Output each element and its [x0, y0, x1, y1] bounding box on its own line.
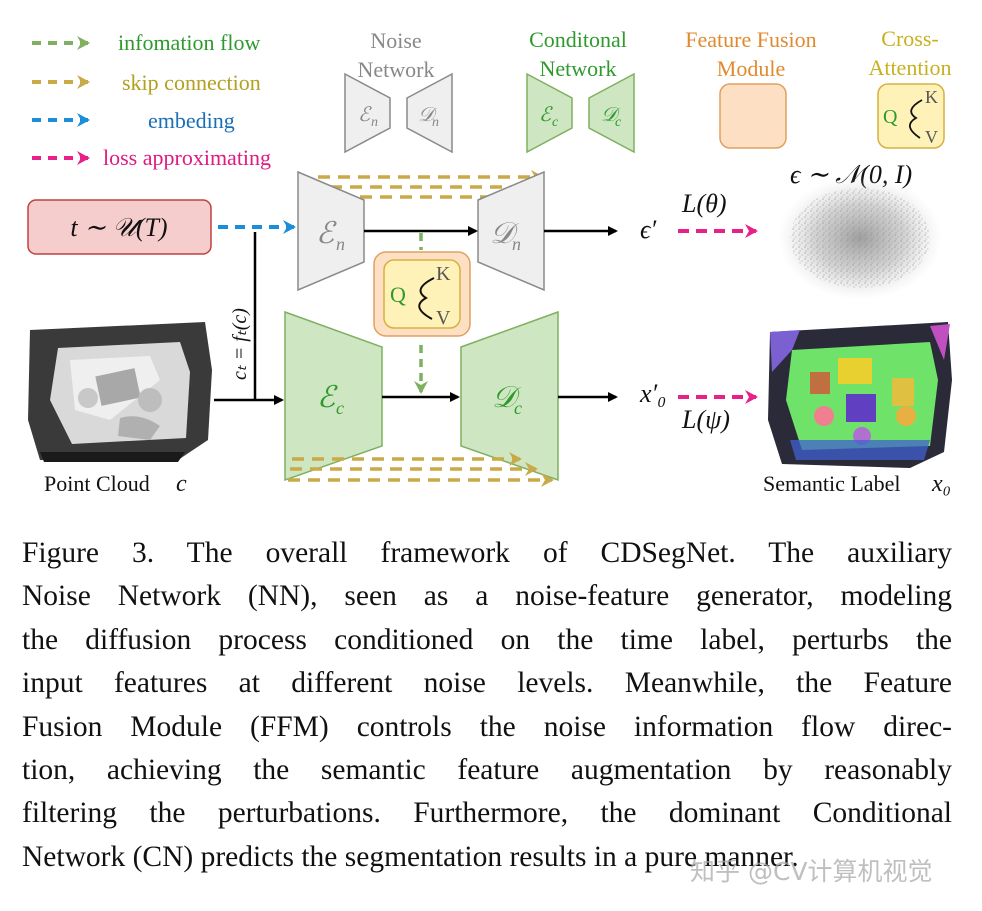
k-label: K — [925, 87, 938, 107]
cond-encoder-symbol: ℰ — [317, 381, 338, 414]
framework-figure: infomation flow skip connection embeding… — [27, 26, 952, 497]
conditional-decoder — [460, 310, 559, 482]
noise-encoder — [297, 170, 365, 292]
header-cross-attention: Cross- Attention Q K V — [868, 26, 952, 149]
q-center-label: Q — [390, 282, 406, 307]
mini-subscript: n — [371, 115, 378, 130]
legend-label: embeding — [148, 108, 235, 133]
loss-theta-label: L(θ) — [681, 189, 727, 218]
noise-decoder — [477, 170, 545, 292]
time-label-text: t ∼ 𝒰(T) — [70, 213, 167, 242]
mini-symbol: 𝒟 — [418, 104, 438, 126]
legend-item-skip-connection: skip connection — [32, 70, 261, 95]
noise-decoder-subscript: n — [512, 234, 521, 254]
legend-label: infomation flow — [118, 30, 260, 55]
legend: infomation flow skip connection embeding… — [32, 30, 271, 170]
caption-line: Fusion Module (FFM) controls the noise i… — [22, 710, 952, 743]
header-label: Noise — [370, 28, 421, 53]
point-cloud-image — [28, 322, 212, 462]
cond-decoder-subscript: c — [514, 398, 522, 418]
condition-function-label: cₜ = fₜ(c) — [229, 308, 251, 380]
header-label: Feature Fusion — [685, 27, 816, 52]
mini-subscript: n — [432, 115, 439, 130]
semantic-label-label: Semantic Label — [763, 471, 900, 496]
time-label-box — [27, 199, 212, 255]
conditional-encoder — [284, 310, 383, 482]
qkv-center-curve — [418, 277, 435, 320]
caption-line: filtering the perturbations. Furthermore… — [22, 797, 952, 830]
caption-line: Figure 3. The overall framework of CDSeg… — [22, 537, 952, 569]
mini-decoder-noise — [406, 72, 453, 154]
k-center-label: K — [436, 263, 451, 285]
gaussian-noise-image — [778, 176, 942, 300]
legend-label: skip connection — [122, 70, 261, 95]
header-feature-fusion-module: Feature Fusion Module — [685, 27, 817, 149]
figure-caption: Figure 3. The overall framework of CDSeg… — [22, 532, 952, 879]
legend-item-loss-approximating: loss approximating — [32, 145, 271, 170]
caption-line: Noise Network (NN), seen as a noise-feat… — [22, 580, 952, 613]
semantic-label-image — [768, 322, 952, 468]
legend-label: loss approximating — [103, 145, 271, 170]
mini-symbol: ℰ — [539, 104, 553, 126]
v-center-label: V — [436, 307, 451, 329]
cond-skip-connections — [288, 452, 554, 487]
header-label: Network — [358, 57, 435, 82]
ca-sample-box — [877, 83, 945, 149]
header-label: Attention — [868, 55, 951, 80]
semantic-label-var: x₀ — [931, 471, 951, 497]
v-label: V — [925, 127, 938, 147]
ffm-sample-box — [719, 83, 787, 149]
watermark: 知乎 @CV计算机视觉 — [690, 857, 933, 886]
noise-encoder-symbol: ℰ — [316, 217, 337, 250]
q-label: Q — [883, 106, 898, 128]
loss-psi-label: L(ψ) — [681, 405, 730, 434]
caption-line: the diffusion process conditioned on the… — [22, 623, 952, 656]
mini-symbol: 𝒟 — [601, 104, 621, 126]
x0-prime-label: x′₀ — [639, 379, 666, 408]
header-label: Conditonal — [529, 27, 627, 52]
header-label: Network — [540, 56, 617, 81]
legend-item-embedding: embeding — [32, 108, 235, 133]
cond-encoder-subscript: c — [336, 398, 344, 418]
caption-line: input features at different noise levels… — [22, 667, 952, 700]
mini-subscript: c — [615, 115, 622, 130]
mini-encoder-noise — [344, 72, 391, 154]
eps-prime-label: ϵ′ — [640, 215, 656, 244]
qkv-curve — [909, 99, 923, 139]
mini-subscript: c — [552, 115, 559, 130]
point-cloud-var: c — [176, 471, 187, 497]
caption-line: Network (CN) predicts the segmentation r… — [22, 840, 799, 873]
caption-line: tion, achieving the semantic feature aug… — [22, 754, 952, 787]
header-label: Module — [717, 56, 785, 81]
header-label: Cross- — [881, 26, 938, 51]
header-conditional-network: Conditonal Network ℰ c 𝒟 c — [526, 27, 635, 154]
noise-encoder-subscript: n — [336, 234, 345, 254]
header-noise-network: Noise Network ℰ n 𝒟 n — [344, 28, 453, 154]
legend-item-information-flow: infomation flow — [32, 30, 260, 55]
mini-symbol: ℰ — [358, 104, 372, 126]
point-cloud-label: Point Cloud — [44, 471, 150, 496]
mini-decoder-cond — [588, 72, 635, 154]
mini-encoder-cond — [526, 72, 573, 154]
